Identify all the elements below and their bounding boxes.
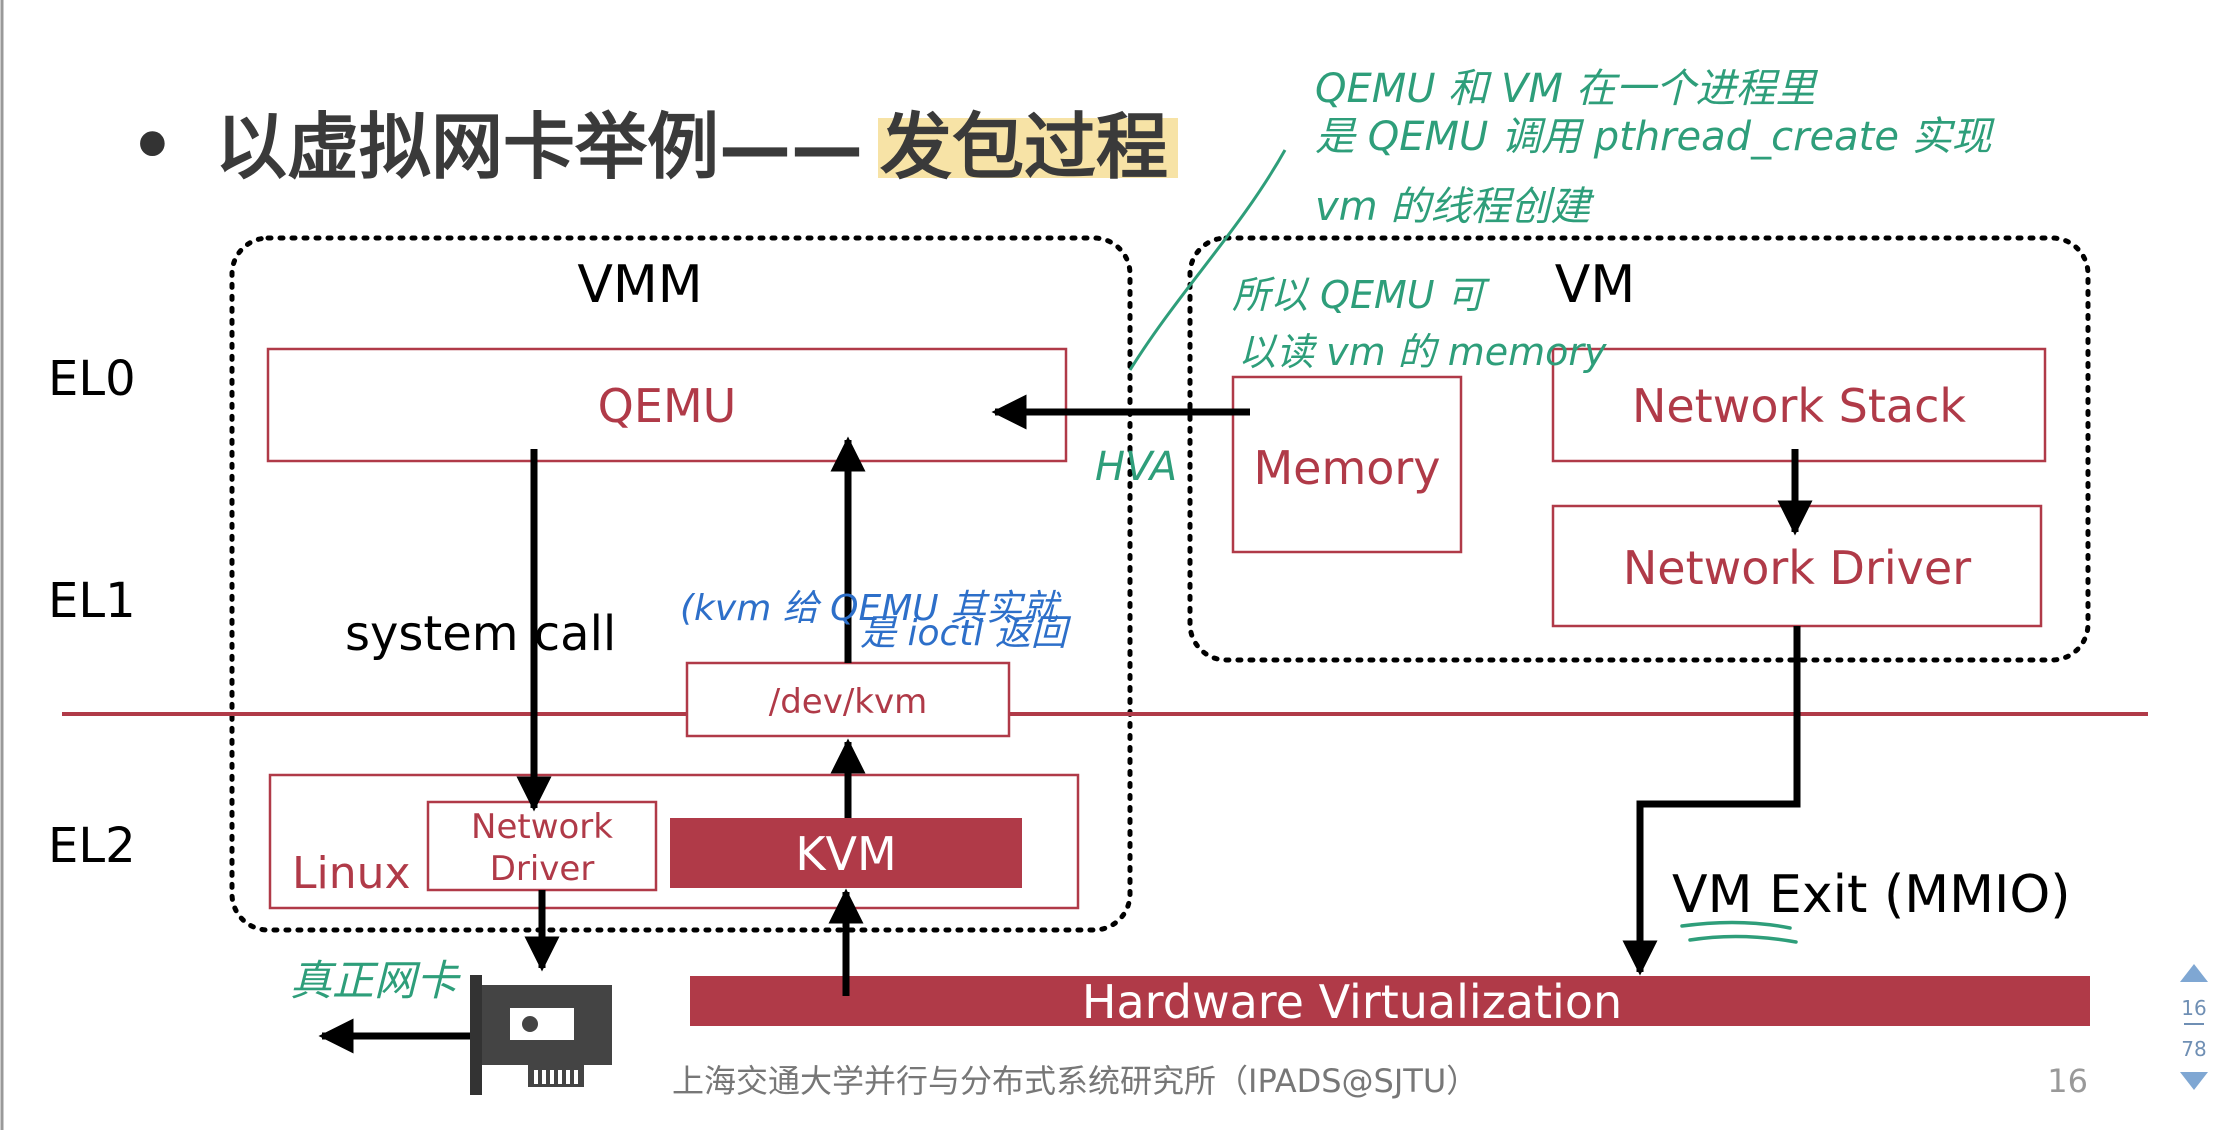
linux-network-driver-line1: Network bbox=[471, 807, 613, 847]
linux-label: Linux bbox=[292, 848, 411, 899]
footer-page-number: 16 bbox=[2047, 1062, 2088, 1100]
vm-label: VM bbox=[1555, 255, 1635, 315]
nav-up-icon[interactable] bbox=[2180, 964, 2208, 982]
vm-network-driver-label: Network Driver bbox=[1623, 541, 1971, 595]
annotation-real-nic: 真正网卡 bbox=[290, 956, 461, 1005]
kvm-label: KVM bbox=[795, 827, 896, 881]
annotation-hva: HVA bbox=[1095, 444, 1177, 490]
dev-kvm-box bbox=[685, 661, 1011, 738]
annotation-kvm-line2: 是 ioctl 返回 bbox=[860, 613, 1072, 654]
kvm-box bbox=[670, 818, 1022, 888]
system-call-label: system call bbox=[345, 606, 616, 662]
title-highlight: 发包过程 bbox=[880, 105, 1168, 189]
annotation-qemu-vm-line2: 是 QEMU 调用 pthread_create 实现 bbox=[1315, 114, 1996, 160]
qemu-box bbox=[266, 347, 1068, 463]
memory-label: Memory bbox=[1253, 441, 1440, 495]
qemu-label: QEMU bbox=[598, 379, 737, 433]
network-card-icon bbox=[470, 975, 612, 1095]
el0-label: EL0 bbox=[48, 351, 136, 407]
title-prefix: 以虚拟网卡举例—— bbox=[215, 105, 863, 189]
annotation-qemu-vm-line3: vm 的线程创建 bbox=[1315, 184, 1594, 230]
vmm-label: VMM bbox=[577, 255, 702, 315]
page-navigator: 16 78 bbox=[2180, 964, 2208, 1090]
annotation-access-line2: 以读 vm 的 memory bbox=[1238, 330, 1607, 374]
dev-kvm-label: /dev/kvm bbox=[769, 682, 927, 722]
annotation-qemu-vm-line1: QEMU 和 VM 在一个进程里 bbox=[1315, 66, 1819, 112]
vmm-container bbox=[229, 235, 1133, 933]
vm-container bbox=[1187, 235, 2091, 663]
hardware-virtualization-label: Hardware Virtualization bbox=[1082, 975, 1622, 1029]
annotation-access-line1: 所以 QEMU 可 bbox=[1232, 273, 1491, 317]
nav-current-page: 16 bbox=[2181, 996, 2206, 1020]
linux-network-driver-line2: Driver bbox=[490, 849, 595, 889]
title-highlight-mark bbox=[878, 118, 1178, 178]
vm-exit-underline bbox=[1680, 920, 1798, 944]
el2-label: EL2 bbox=[48, 818, 136, 874]
annotation-kvm-line1: (kvm 给 QEMU 其实就 bbox=[680, 588, 1062, 629]
annotation-pointer-line bbox=[1128, 149, 1287, 371]
network-stack-label: Network Stack bbox=[1632, 379, 1966, 433]
network-stack-box bbox=[1551, 347, 2047, 463]
vm-exit-arrow bbox=[1622, 626, 1801, 976]
memory-box bbox=[1231, 375, 1463, 554]
hardware-virtualization-bar bbox=[690, 976, 2090, 1026]
el1-label: EL1 bbox=[48, 573, 136, 629]
title-bullet: • bbox=[130, 105, 175, 187]
vm-exit-label: VM Exit (MMIO) bbox=[1672, 865, 2071, 925]
nav-down-icon[interactable] bbox=[2180, 1072, 2208, 1090]
nav-total-pages: 78 bbox=[2181, 1037, 2206, 1061]
footer-org: 上海交通大学并行与分布式系统研究所（IPADS@SJTU） bbox=[672, 1062, 1478, 1100]
